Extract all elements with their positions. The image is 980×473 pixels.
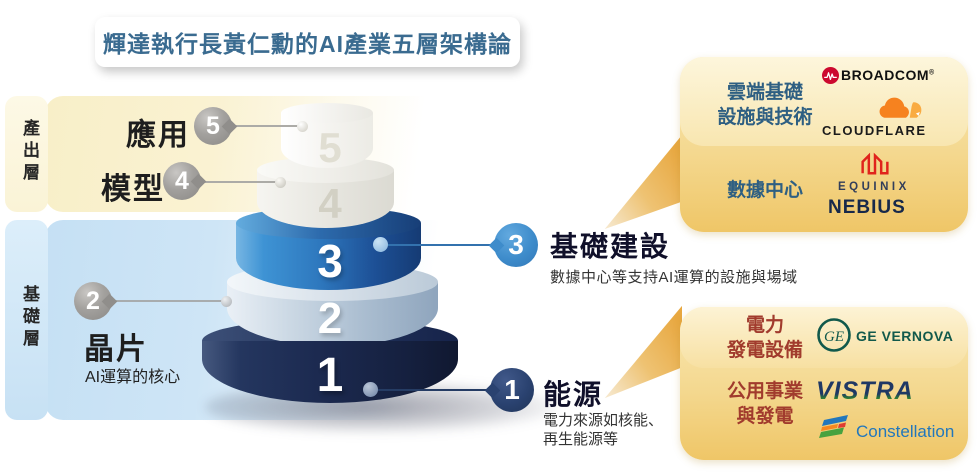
ge-monogram-icon: GE: [816, 317, 852, 358]
balloon-2: 2: [74, 282, 118, 320]
broadcom-wordmark: BROADCOM®: [841, 67, 935, 83]
balloon-5: 5: [194, 107, 238, 145]
title-card: 輝達執行長黃仁勳的AI產業五層架構論: [95, 17, 520, 67]
panel-infrastructure: 雲端基礎 設施與技術 數據中心 BROADCOM® CLOUDFLARE EQU…: [680, 57, 968, 232]
broadcom-icon: [822, 67, 839, 89]
cake-number-4: 4: [318, 180, 342, 227]
anchor-dot-3: [373, 237, 388, 252]
anchor-dot-1: [363, 382, 378, 397]
nebius-wordmark: NEBIUS: [828, 197, 906, 218]
vistra-wordmark: VISTRA: [816, 377, 914, 405]
balloon-number-1: 1: [504, 374, 520, 405]
layer-label-model: 模型: [101, 173, 165, 206]
layer-label-application: 應用: [126, 119, 190, 152]
layer-label-chips: 晶片: [84, 333, 148, 366]
ge-vernova-wordmark: GE VERNOVA: [856, 328, 954, 344]
panel-energy-top-section: [680, 307, 968, 368]
balloon-number-2: 2: [86, 286, 100, 315]
base-layer-tab: [5, 220, 48, 420]
category-label-datacenter: 數據中心: [726, 180, 803, 201]
broadcom-registered-mark: ®: [929, 69, 935, 77]
category-label-utilities: 公用事業 與發電: [726, 381, 803, 427]
constellation-wordmark: Constellation: [856, 422, 955, 441]
balloon-number-3: 3: [508, 229, 524, 260]
balloon-number-5: 5: [206, 111, 220, 140]
layer-label-energy: 能源: [543, 379, 604, 410]
cake-number-3: 3: [317, 235, 343, 287]
anchor-dot-4: [275, 177, 286, 188]
cloudflare-wordmark: CLOUDFLARE: [822, 123, 927, 138]
base-layer-label: 基礎層: [20, 285, 39, 351]
layer-desc-chips: AI運算的核心: [85, 369, 181, 386]
cake-number-2: 2: [317, 294, 343, 343]
balloon-1: 1: [484, 368, 534, 412]
cake-number-5: 5: [318, 124, 342, 171]
layer-label-infrastructure: 基礎建設: [550, 231, 671, 262]
balloon-3: 3: [488, 223, 538, 267]
connector-line-1: [370, 389, 492, 391]
cloudflare-icon: [878, 95, 926, 127]
connector-line-5: [229, 125, 305, 127]
equinix-wordmark: EQUINIX: [838, 181, 910, 193]
output-layer-label: 產出層: [20, 119, 39, 185]
constellation-icon: [817, 414, 853, 445]
layer-desc-energy: 電力來源如核能、再生能源等: [543, 412, 664, 448]
beam-to-infrastructure-panel: [604, 134, 682, 230]
balloon-4: 4: [163, 162, 207, 200]
layer5-top-ellipse: [281, 103, 373, 123]
connector-line-2: [109, 300, 229, 302]
category-label-power-equipment: 電力 發電設備: [726, 315, 803, 361]
beam-to-energy-panel: [604, 305, 682, 399]
balloon-3-tail: [488, 237, 505, 254]
ge-monogram-text: GE: [824, 329, 844, 345]
anchor-dot-2: [221, 296, 232, 307]
output-layer-tab: [5, 96, 48, 212]
equinix-icon: [860, 152, 890, 180]
anchor-dot-5: [297, 121, 308, 132]
panel-energy: 電力 發電設備 公用事業 與發電 GE GE VERNOVA VISTRA Co…: [680, 307, 968, 460]
balloon-number-4: 4: [175, 166, 189, 195]
connector-line-3: [380, 244, 496, 246]
page-title: 輝達執行長黃仁勳的AI產業五層架構論: [103, 31, 512, 57]
layer-desc-infrastructure: 數據中心等支持AI運算的設施與場域: [550, 269, 798, 286]
category-label-cloud-infra: 雲端基礎 設施與技術: [717, 82, 813, 128]
connector-line-4: [198, 181, 283, 183]
cake-number-1: 1: [316, 349, 344, 402]
